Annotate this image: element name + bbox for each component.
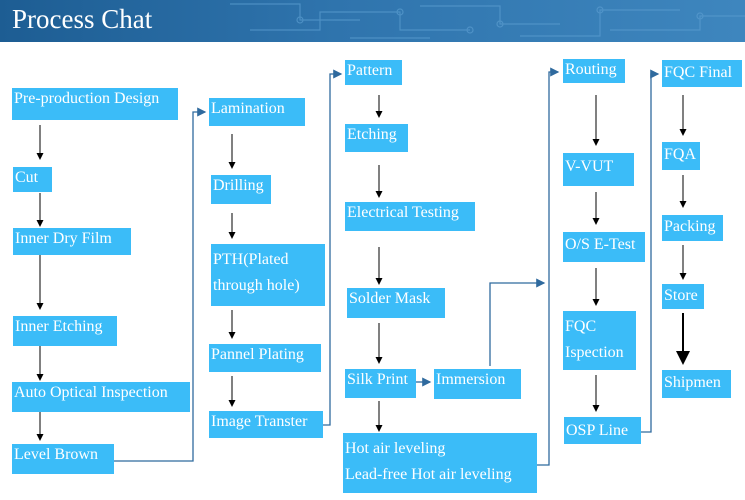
step-shipmen: Shipmen [662,370,731,398]
step-immersion: Immersion [434,369,521,399]
step-fqc-ispection: FQC Ispection [563,311,636,370]
fqc-label-line-1: FQC [565,318,597,335]
step-fqa: FQA [662,142,700,170]
step-v-vut: V-VUT [563,153,634,186]
step-routing: Routing [563,59,625,83]
step-pannel-plating: Pannel Plating [209,344,321,372]
step-cut: Cut [13,167,52,192]
page-title: Process Chat [12,4,153,34]
hal-label-line-1: Hot air leveling [345,440,446,457]
step-os-e-test: O/S E-Test [563,232,645,262]
step-pre-production-design: Pre-production Design [12,88,178,120]
step-hot-air-leveling: Hot air leveling Lead-free Hot air level… [343,433,537,493]
fqc-label-line-2: Ispection [565,344,624,361]
hal-label-line-2: Lead-free Hot air leveling [345,466,512,483]
circuit-pattern-icon [230,3,745,39]
step-pattern: Pattern [345,60,402,85]
step-drilling: Drilling [211,175,271,204]
pth-label-line-1: PTH(Plated [213,251,289,268]
step-auto-optical-inspection: Auto Optical Inspection [12,382,190,412]
step-pth-plated-through-hole: PTH(Plated through hole) [211,244,325,306]
pth-label-line-2: through hole) [213,277,300,294]
step-fqc-final: FQC Final [662,60,742,87]
header-banner: Process Chat [0,0,745,42]
step-inner-dry-film: Inner Dry Film [13,228,131,255]
step-store: Store [662,284,704,309]
step-electrical-testing: Electrical Testing [345,202,475,231]
step-lamination: Lamination [209,98,305,126]
step-level-brown: Level Brown [12,444,114,474]
step-solder-mask: Solder Mask [347,288,445,318]
step-image-transter: Image Transter [209,411,323,438]
step-inner-etching: Inner Etching [13,316,117,346]
step-osp-line: OSP Line [564,417,641,444]
step-packing: Packing [662,215,723,241]
step-silk-print: Silk Print [345,369,416,398]
step-etching: Etching [345,124,408,152]
